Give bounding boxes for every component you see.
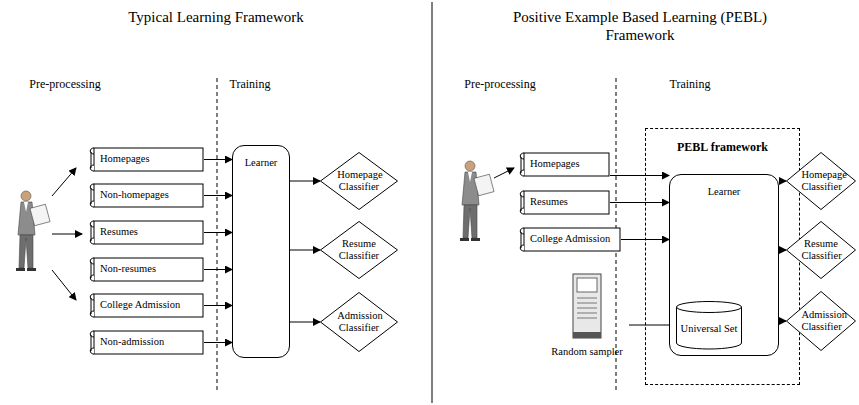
node-text: Non-resumes bbox=[100, 263, 156, 275]
classifier-diamond: Admission Classifier bbox=[320, 292, 398, 352]
arrow-connector bbox=[779, 250, 786, 251]
learner-box: Learner bbox=[232, 145, 290, 358]
classifier-diamond: Homepage Classifier bbox=[786, 152, 856, 210]
node-text: Random sampler bbox=[545, 346, 629, 358]
node-text: Homepages bbox=[100, 153, 150, 165]
arrow-connector bbox=[290, 250, 320, 251]
panel-title: Typical Learning Framework bbox=[0, 8, 432, 26]
document-shape: Resumes bbox=[518, 190, 610, 215]
stage-label: Training bbox=[210, 77, 290, 91]
node-text: Resume Classifier bbox=[337, 238, 381, 262]
document-shape: College Admission bbox=[88, 293, 204, 318]
node-text: Learner bbox=[245, 157, 278, 169]
arrow-connector bbox=[204, 342, 232, 343]
node-text: Homepage Classifier bbox=[337, 169, 381, 193]
document-shape: Homepages bbox=[88, 147, 204, 172]
document-shape: College Admission bbox=[518, 227, 621, 252]
person-arrow bbox=[52, 270, 76, 300]
node-text: Learner bbox=[708, 186, 741, 198]
arrow-connector bbox=[204, 159, 232, 160]
panel-divider bbox=[432, 2, 433, 403]
document-shape: Non-admission bbox=[88, 330, 204, 355]
node-text: Universal Set bbox=[681, 323, 738, 335]
document-shape: Non-homepages bbox=[88, 183, 204, 208]
database-cylinder: Universal Set bbox=[676, 301, 742, 349]
arrow-connector bbox=[204, 195, 232, 196]
node-text: Admission Classifier bbox=[801, 309, 840, 333]
person-figure bbox=[460, 161, 494, 241]
arrow-connector bbox=[779, 181, 786, 182]
document-shape: Homepages bbox=[518, 152, 610, 177]
node-text: Homepage Classifier bbox=[801, 169, 840, 193]
server-node: Random sampler bbox=[545, 272, 629, 372]
classifier-diamond: Admission Classifier bbox=[786, 291, 856, 351]
arrow-connector bbox=[290, 181, 320, 182]
node-text: College Admission bbox=[530, 233, 610, 245]
node-text: Homepages bbox=[530, 158, 580, 170]
stage-divider bbox=[217, 78, 218, 392]
stage-label: Pre-processing bbox=[455, 77, 545, 91]
learner-box: LearnerUniversal Set bbox=[669, 174, 779, 356]
node-text: Non-homepages bbox=[100, 189, 169, 201]
node-text: Resumes bbox=[100, 226, 138, 238]
node-text: Resumes bbox=[530, 196, 568, 208]
arrow-connector bbox=[610, 175, 669, 176]
person-arrow bbox=[494, 168, 514, 178]
arrow-connector bbox=[290, 322, 320, 323]
node-text: College Admission bbox=[100, 299, 180, 311]
node-text: PEBL framework bbox=[677, 141, 768, 155]
stage-label: Training bbox=[650, 77, 730, 91]
person-figure bbox=[16, 191, 50, 271]
arrow-connector bbox=[204, 269, 232, 270]
node-text: Non-admission bbox=[100, 336, 164, 348]
framework-boundary: PEBL frameworkLearnerUniversal Set bbox=[645, 128, 800, 385]
node-text: Resume Classifier bbox=[801, 238, 840, 262]
stage-label: Pre-processing bbox=[20, 77, 110, 91]
panel-title: Positive Example Based Learning (PEBL) F… bbox=[495, 8, 785, 44]
node-text: Admission Classifier bbox=[337, 310, 381, 334]
person-arrow bbox=[52, 234, 82, 235]
document-shape: Non-resumes bbox=[88, 257, 204, 282]
arrow-connector bbox=[610, 202, 669, 203]
classifier-diamond: Resume Classifier bbox=[320, 221, 398, 279]
person-arrow bbox=[52, 168, 76, 196]
arrow-connector bbox=[204, 232, 232, 233]
arrow-connector bbox=[779, 321, 786, 322]
classifier-diamond: Homepage Classifier bbox=[320, 152, 398, 210]
classifier-diamond: Resume Classifier bbox=[786, 221, 856, 279]
arrow-connector bbox=[204, 305, 232, 306]
document-shape: Resumes bbox=[88, 220, 204, 245]
